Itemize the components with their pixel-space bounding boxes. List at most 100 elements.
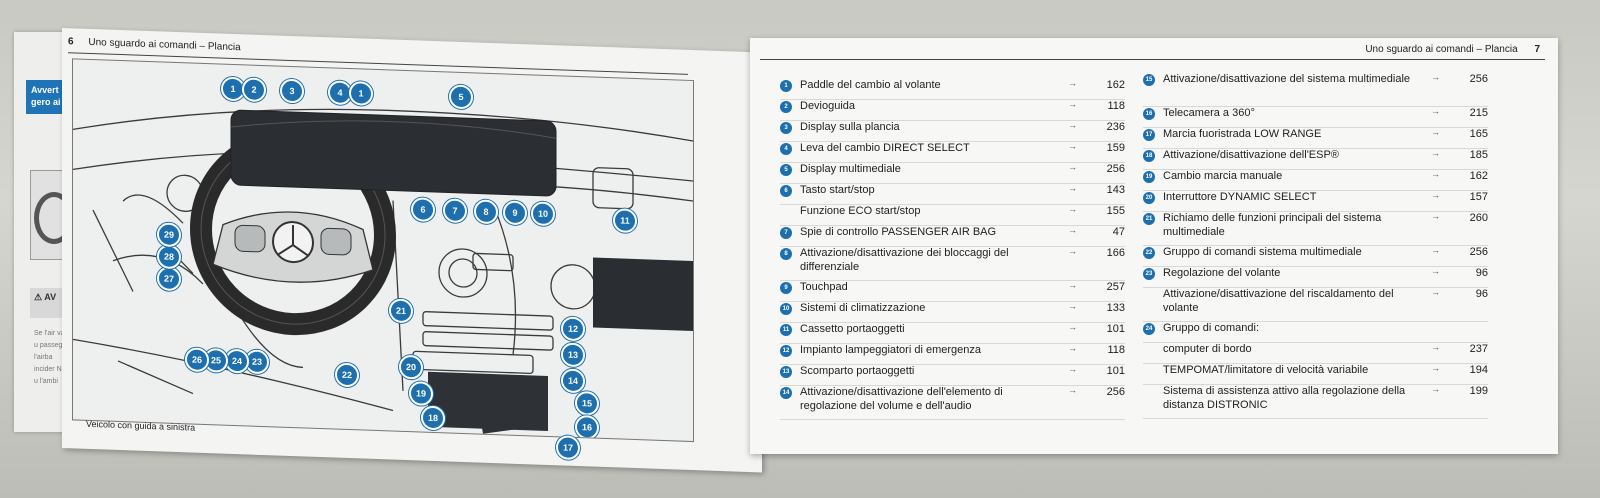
legend-number-badge: 17 [1143, 129, 1155, 141]
legend-text: Spie di controllo PASSENGER AIR BAG [800, 226, 997, 238]
legend-text: Richiamo delle funzioni principali del s… [1163, 212, 1382, 238]
legend-number-badge: 12 [780, 345, 792, 357]
legend-text: Paddle del cambio al volante [800, 79, 941, 91]
arrow-icon: → [1068, 322, 1077, 332]
legend-page-ref: 166 [1106, 247, 1125, 259]
legend-page-ref: 157 [1469, 191, 1488, 203]
legend-number-badge: 21 [1143, 213, 1155, 225]
callout-13: 13 [561, 342, 585, 368]
legend-number-badge: 4 [780, 143, 792, 155]
legend-text: Funzione ECO start/stop [800, 205, 921, 217]
arrow-icon: → [1068, 78, 1077, 88]
legend-text: computer di bordo [1163, 343, 1252, 355]
legend-text: Scomparto portaoggetti [800, 365, 915, 377]
legend-text: Telecamera a 360° [1163, 107, 1255, 119]
legend-text: Attivazione/disattivazione del riscaldam… [1163, 288, 1394, 314]
legend-page-ref: 199 [1469, 385, 1488, 397]
callout-18: 18 [421, 405, 445, 431]
legend-text: Display multimediale [800, 163, 901, 175]
warning-header-line2: gero ai [31, 97, 61, 107]
legend-page-ref: 256 [1469, 73, 1488, 85]
legend-text: Sistemi di climatizzazione [800, 302, 926, 314]
callout-17-bottom: 17 [556, 435, 580, 461]
legend-text: Regolazione del volante [1163, 267, 1281, 279]
legend-page-ref: 162 [1469, 170, 1488, 182]
legend-page-ref: 165 [1469, 128, 1488, 140]
legend-number-badge: 14 [780, 387, 792, 399]
legend-page-ref: 47 [1112, 226, 1125, 238]
callout-8: 8 [474, 199, 498, 225]
arrow-icon: → [1431, 211, 1440, 221]
legend-page-ref: 256 [1106, 386, 1125, 398]
legend-number-badge: 16 [1143, 108, 1155, 120]
legend-text: Marcia fuoristrada LOW RANGE [1163, 128, 1322, 140]
arrow-icon: → [1431, 169, 1440, 179]
legend-number-badge: 20 [1143, 192, 1155, 204]
callout-9: 9 [503, 200, 527, 226]
legend-number-badge: 10 [780, 303, 792, 315]
legend-text: Attivazione/disattivazione dell'ESP® [1163, 149, 1339, 161]
legend-text: Devioguida [800, 100, 856, 112]
legend-number-badge: 7 [780, 227, 792, 239]
legend-number-badge: 9 [780, 282, 792, 294]
callout-2: 2 [242, 77, 266, 103]
legend-page-ref: 194 [1469, 364, 1488, 376]
dashboard-illustration: 1 2 3 4 1 5 6 7 8 9 10 11 12 13 14 15 16… [72, 58, 694, 443]
legend-text: Cambio marcia manuale [1163, 170, 1283, 182]
legend-number-badge: 18 [1143, 150, 1155, 162]
legend-row: 21 Richiamo delle funzioni principali del… [1143, 211, 1488, 246]
legend-row: Attivazione/disattivazione del riscaldam… [1143, 287, 1488, 322]
callout-12: 12 [561, 316, 585, 342]
legend-page-ref: 118 [1107, 100, 1125, 112]
legend-text: Sistema di assistenza attivo alla regola… [1163, 385, 1406, 411]
legend-text: Impianto lampeggiatori di emergenza [800, 344, 981, 356]
legend-text: Tasto start/stop [800, 184, 875, 196]
callout-14: 14 [561, 368, 585, 394]
callout-29: 29 [157, 222, 181, 248]
legend-page-ref: 257 [1106, 281, 1125, 293]
callout-22: 22 [335, 362, 359, 388]
legend-number-badge: 23 [1143, 268, 1155, 280]
legend-number-badge: 15 [1143, 74, 1155, 86]
arrow-icon: → [1068, 120, 1077, 130]
right-page-title: Uno sguardo ai comandi – Plancia [1365, 44, 1518, 55]
legend-number-badge: 8 [780, 248, 792, 260]
legend-text: TEMPOMAT/limitatore di velocità variabil… [1163, 364, 1369, 376]
legend-text: Attivazione/disattivazione dell'elemento… [800, 386, 1003, 412]
legend-number-badge: 5 [780, 164, 792, 176]
legend-page-ref: 155 [1106, 205, 1125, 217]
arrow-icon: → [1068, 385, 1077, 395]
arrow-icon: → [1431, 287, 1440, 297]
arrow-icon: → [1431, 190, 1440, 200]
arrow-icon: → [1431, 384, 1440, 394]
legend-row: Funzione ECO start/stop→155 [780, 204, 1125, 226]
left-page: 6 Uno sguardo ai comandi – Plancia [62, 28, 762, 473]
legend-text: Display sulla plancia [800, 121, 900, 133]
legend-number-badge: 24 [1143, 323, 1155, 335]
left-page-title: Uno sguardo ai comandi – Plancia [88, 36, 241, 54]
legend-number-badge: 6 [780, 185, 792, 197]
arrow-icon: → [1431, 72, 1440, 82]
legend-page-ref: 143 [1106, 184, 1125, 196]
legend-row: computer di bordo→237 [1143, 342, 1488, 364]
legend-row: 14 Attivazione/disattivazione dell'elemen… [780, 385, 1125, 420]
legend-page-ref: 96 [1475, 288, 1488, 300]
callout-10: 10 [531, 201, 555, 227]
callout-27: 27 [157, 266, 181, 292]
legend-page-ref: 260 [1469, 212, 1488, 224]
legend-number-badge: 19 [1143, 171, 1155, 183]
arrow-icon: → [1431, 245, 1440, 255]
legend-page-ref: 159 [1106, 142, 1125, 154]
